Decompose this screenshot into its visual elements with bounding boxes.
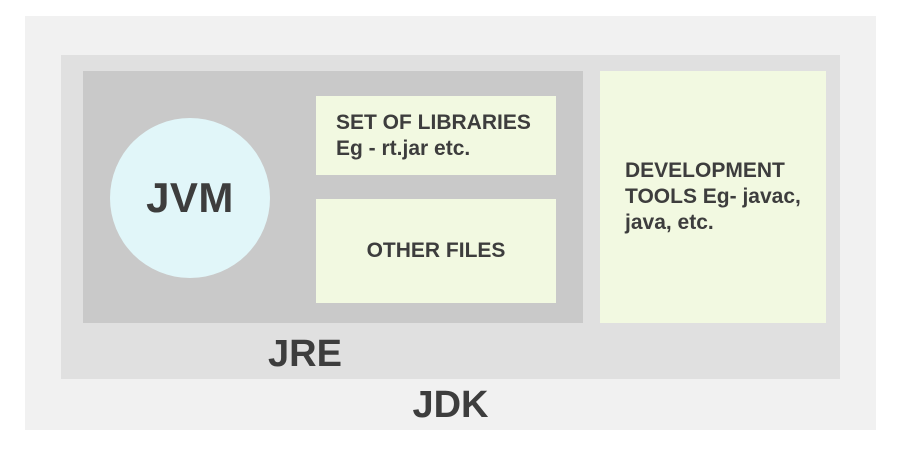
set-of-libraries-line-1: SET OF LIBRARIES [336, 110, 531, 134]
jdk-label: JDK [412, 384, 489, 426]
development-tools-box: DEVELOPMENT TOOLS Eg- javac, java, etc. [600, 71, 826, 323]
jvm-circle: JVM [110, 118, 270, 278]
development-tools-line-1: DEVELOPMENT [625, 159, 785, 182]
development-tools-line-2: TOOLS Eg- javac, [625, 185, 801, 208]
other-files-label: OTHER FILES [366, 239, 506, 262]
set-of-libraries-box: SET OF LIBRARIES Eg - rt.jar etc. [316, 96, 556, 175]
jvm-label: JVM [146, 174, 234, 221]
other-files-box: OTHER FILES [316, 199, 556, 303]
set-of-libraries-line-2: Eg - rt.jar etc. [336, 136, 471, 160]
jre-label: JRE [268, 333, 342, 375]
development-tools-line-3: java, etc. [625, 211, 714, 234]
